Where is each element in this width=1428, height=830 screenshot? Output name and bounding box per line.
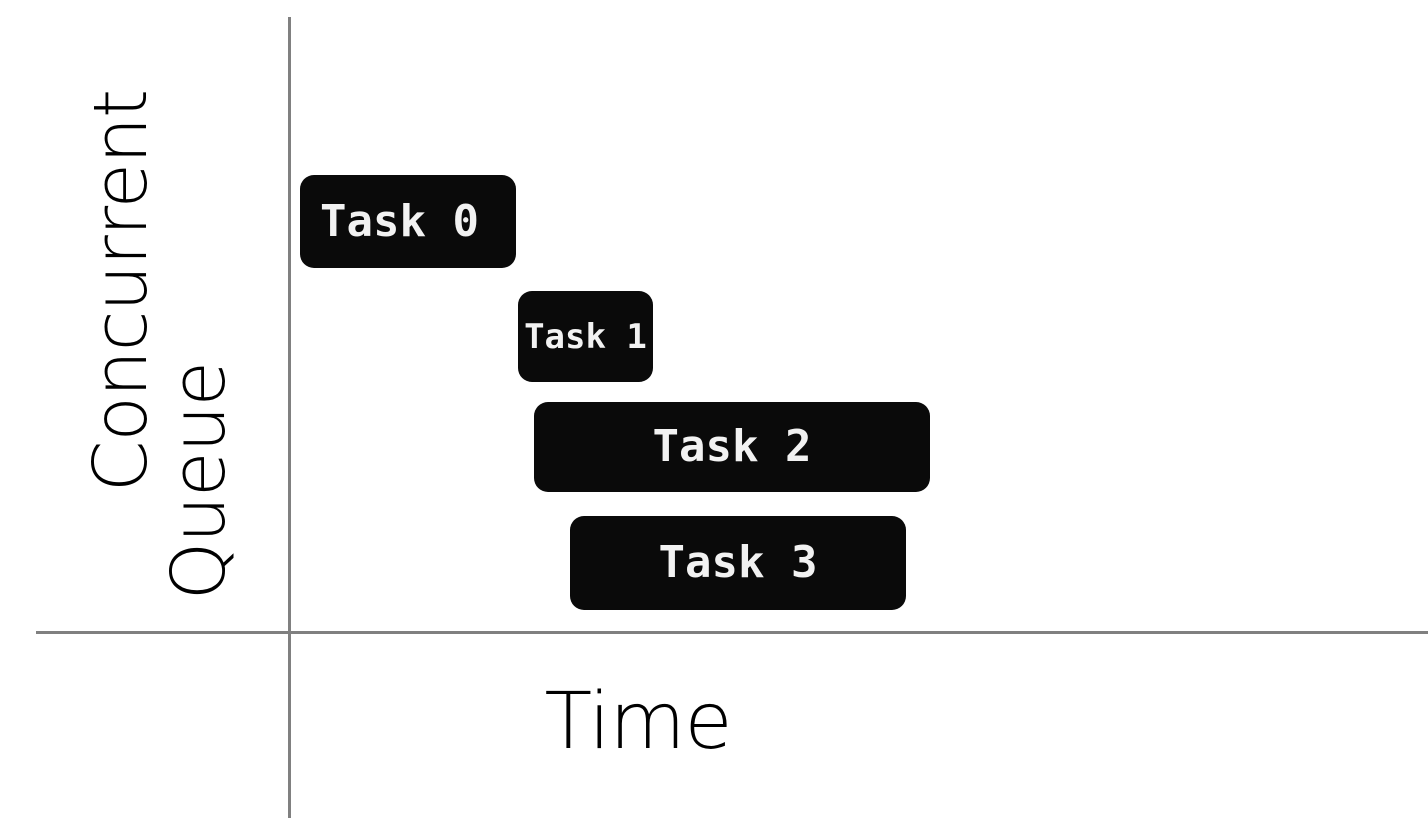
x-axis-line xyxy=(36,631,1428,634)
task-bar-2[interactable]: Task 2 xyxy=(534,402,930,492)
y-axis-line xyxy=(288,17,291,818)
task-bar-label-2: Task 2 xyxy=(652,421,812,472)
y-axis-label: Concurrent Queue xyxy=(36,90,284,600)
x-axis-label: Time xyxy=(544,677,733,767)
task-bar-label-0: Task 0 xyxy=(320,195,479,247)
task-bar-0[interactable]: Task 0 xyxy=(300,175,516,268)
y-axis-label-line-1: Concurrent xyxy=(78,90,164,493)
task-bar-label-1: Task 1 xyxy=(524,316,647,357)
task-bar-label-3: Task 3 xyxy=(658,537,818,588)
task-bar-1[interactable]: Task 1 xyxy=(518,291,653,382)
y-axis-label-line-2: Queue xyxy=(156,361,242,600)
task-bar-3[interactable]: Task 3 xyxy=(570,516,906,610)
